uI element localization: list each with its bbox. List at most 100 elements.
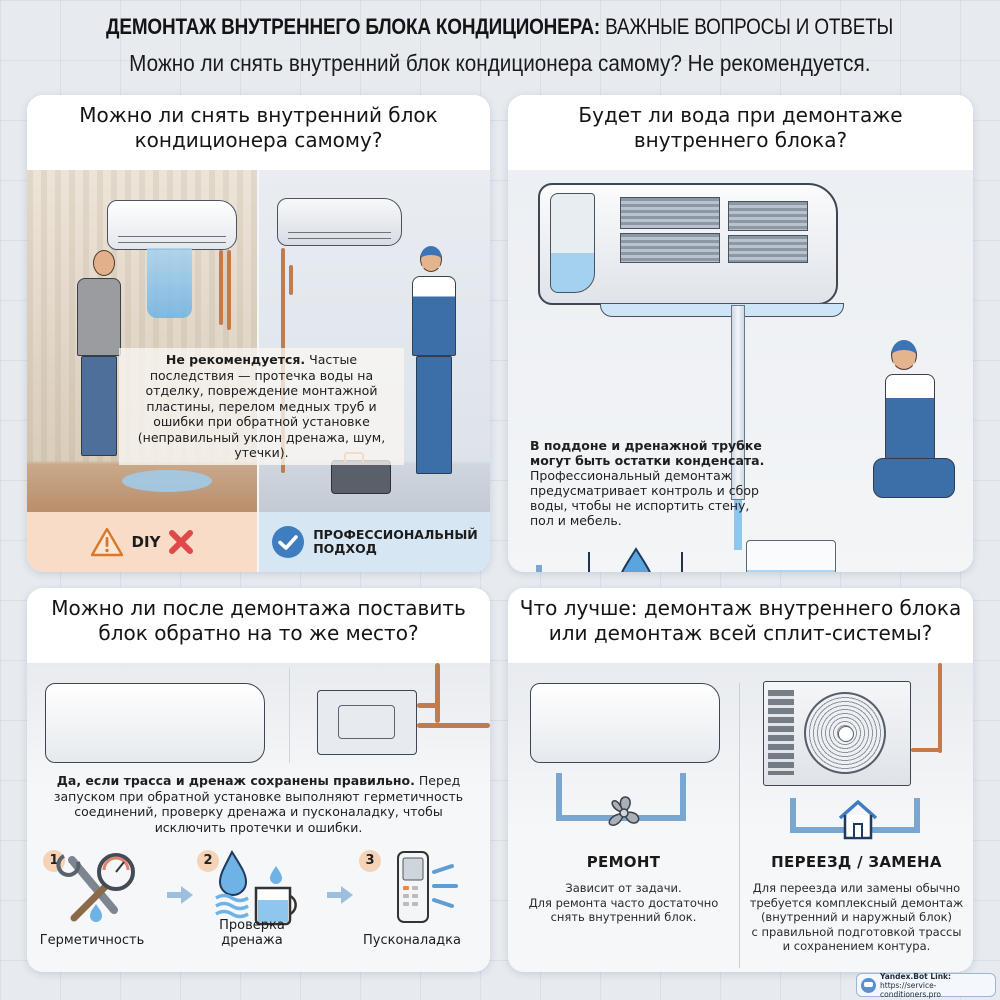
check-circle-icon	[272, 526, 305, 558]
panel-question: Можно ли после демонтажа поставить блок …	[27, 588, 490, 663]
page-title-bold: ДЕМОНТАЖ ВНУТРЕННЕГО БЛОКА КОНДИЦИОНЕРА:	[106, 14, 601, 39]
house-icon	[838, 800, 878, 840]
option-repair: РЕМОНТ Зависит от задачи. Для ремонта ча…	[508, 853, 739, 925]
water-drop-cup-icon	[215, 849, 297, 926]
question-line: Что лучше: демонтаж внутреннего блока	[519, 596, 962, 620]
copper-pipe	[417, 703, 439, 708]
answer-bold: Да, если трасса и дренаж сохранены прави…	[56, 773, 415, 788]
indoor-unit-illustration	[45, 683, 265, 763]
diy-scene-illustration	[27, 170, 257, 512]
desc-line: и сохранением контура.	[782, 939, 931, 953]
water-stream	[734, 500, 742, 550]
reinstall-illustration: Да, если трасса и дренаж сохранены прави…	[27, 663, 490, 972]
flow-arrow-icon	[536, 565, 566, 572]
step-number: 2	[197, 850, 219, 872]
bot-link-badge[interactable]: Yandex.Bot Link: https://service-conditi…	[856, 972, 996, 999]
diy-label: DIY	[131, 533, 161, 551]
arrow-right-icon	[327, 886, 353, 904]
copper-pipe	[219, 250, 223, 325]
drain-pan	[600, 303, 844, 317]
panel-diy-removal: Можно ли снять внутренний блок кондицион…	[27, 95, 490, 572]
copper-pipe	[289, 265, 293, 295]
wrench-gauge-icon	[56, 853, 135, 922]
page-title: ДЕМОНТАЖ ВНУТРЕННЕГО БЛОКА КОНДИЦИОНЕРА:…	[106, 14, 893, 40]
panel-reinstall: Можно ли после демонтажа поставить блок …	[27, 588, 490, 972]
divider	[289, 668, 290, 763]
panel-question: Будет ли вода при демонтаже внутреннего …	[508, 95, 973, 170]
bot-link-text: Yandex.Bot Link: https://service-conditi…	[880, 972, 991, 999]
question-line: Будет ли вода при демонтаже	[578, 103, 903, 127]
question-line: или демонтаж всей сплит-системы?	[548, 621, 933, 645]
panel-question: Что лучше: демонтаж внутреннего блока ил…	[508, 588, 973, 663]
water-puddle	[122, 470, 212, 492]
copper-pipe	[435, 663, 440, 723]
question-line: кондиционера самому?	[134, 128, 383, 152]
mounting-plate-illustration	[317, 690, 417, 755]
chat-bubble-icon	[861, 977, 876, 993]
remote-control-icon	[397, 851, 458, 923]
condensate-illustration: В поддоне и дренажной трубке могут быть …	[508, 170, 973, 572]
indoor-unit-illustration	[530, 683, 720, 763]
answer-text: Частые последствия — протечка воды на от…	[137, 352, 386, 460]
question-line: блок обратно на то же место?	[98, 621, 419, 645]
toolbox-illustration	[331, 452, 391, 494]
option-move-replace: ПЕРЕЕЗД / ЗАМЕНА Для переезда или замены…	[740, 853, 973, 954]
option-description: Для переезда или замены обычно требуется…	[740, 881, 973, 954]
step-item: 2 Проверка дренажа	[187, 846, 317, 956]
reinstall-steps: 1 Герметичность 2	[27, 846, 490, 956]
kneeling-technician-illustration	[863, 330, 963, 560]
answer-text: Перед запуском при обратной установке вы…	[53, 773, 464, 835]
copper-pipe	[417, 723, 490, 728]
page-title-regular: ВАЖНЫЕ ВОПРОСЫ И ОТВЕТЫ	[600, 14, 894, 39]
answer-bold: В поддоне и дренажной трубке могут быть …	[530, 438, 765, 468]
drain-tube	[731, 305, 745, 500]
technician-illustration	[394, 240, 474, 500]
fan-icon	[608, 796, 640, 826]
comparison-illustration: РЕМОНТ Зависит от задачи. Для ремонта ча…	[508, 663, 973, 972]
divider	[739, 683, 740, 968]
x-mark-icon	[169, 530, 194, 554]
panel-answer: Не рекомендуется. Частые последствия — п…	[119, 348, 404, 465]
step-item: 3 Пусконаладка	[347, 846, 477, 956]
panel-water-on-removal: Будет ли вода при демонтаже внутреннего …	[508, 95, 973, 572]
desc-line: снять внутренний блок.	[550, 910, 697, 924]
step-label: Пусконаладка	[363, 933, 461, 948]
pro-label-line: ПОДХОД	[313, 541, 377, 556]
arrow-right-icon	[167, 886, 193, 904]
outdoor-unit-illustration	[763, 681, 911, 786]
indoor-unit-cutaway-illustration	[538, 183, 844, 317]
page-subtitle: Можно ли снять внутренний блок кондицион…	[129, 50, 871, 76]
page-header: ДЕМОНТАЖ ВНУТРЕННЕГО БЛОКА КОНДИЦИОНЕРА:…	[0, 14, 1000, 77]
bot-link-url[interactable]: https://service-conditioners.pro	[880, 980, 941, 999]
drain-pan-icon	[588, 547, 683, 572]
indoor-unit-illustration	[107, 200, 237, 250]
copper-pipe	[911, 748, 941, 752]
answer-text: Профессиональный демонтаж предусматривае…	[530, 468, 759, 528]
step-number: 3	[359, 850, 381, 872]
copper-pipe	[227, 250, 231, 330]
condensate-reservoir	[550, 193, 595, 293]
desc-line: (внутренний и наружный блок)	[760, 910, 953, 924]
water-collection-container	[746, 540, 836, 572]
diy-person-illustration	[55, 240, 125, 490]
pro-label: ПРОФЕССИОНАЛЬНЫЙ ПОДХОД	[313, 528, 478, 556]
option-heading: РЕМОНТ	[586, 853, 661, 871]
copper-pipe	[938, 663, 942, 753]
water-leak-illustration	[147, 248, 192, 318]
diy-badge: DIY	[27, 512, 257, 572]
answer-bold: Не рекомендуется.	[165, 352, 306, 367]
step-label: Герметичность	[39, 933, 145, 948]
bot-link-label: Yandex.Bot Link:	[880, 971, 952, 981]
desc-line: Зависит от задачи.	[565, 881, 682, 895]
step-label: Проверка дренажа	[219, 918, 285, 948]
pro-badge: ПРОФЕССИОНАЛЬНЫЙ ПОДХОД	[259, 512, 490, 572]
question-line: Можно ли снять внутренний блок	[79, 103, 438, 127]
desc-line: требуется комплексный демонтаж	[749, 895, 964, 910]
panel-question: Можно ли снять внутренний блок кондицион…	[27, 95, 490, 170]
desc-line: с правильной подготовкой трассы	[751, 924, 962, 939]
step-item: 1 Герметичность	[27, 846, 157, 956]
pro-label-line: ПРОФЕССИОНАЛЬНЫЙ	[313, 527, 478, 542]
indoor-unit-open-illustration	[277, 198, 402, 246]
question-line: внутреннего блока?	[633, 128, 848, 152]
warning-triangle-icon	[90, 527, 123, 557]
